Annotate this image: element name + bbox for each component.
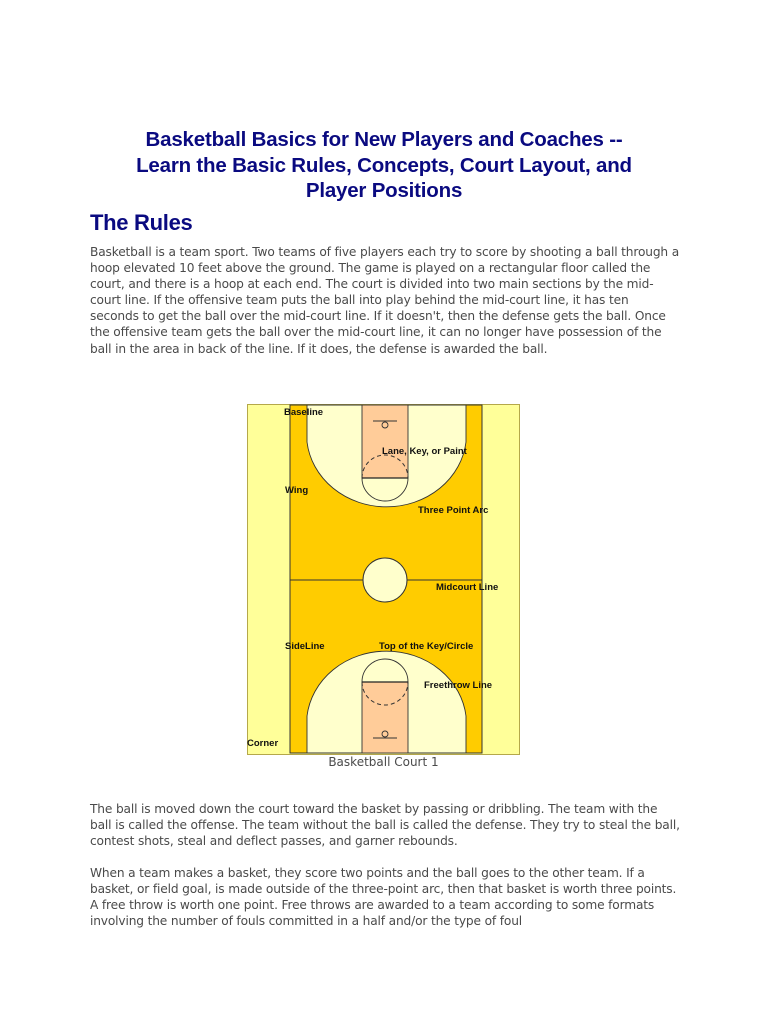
bottom-key-dashed-arc xyxy=(361,681,409,706)
bottom-freethrow-circle xyxy=(361,658,409,683)
basketball-court-diagram: Baseline Lane, Key, or Paint Wing Three … xyxy=(247,404,520,755)
label-top-of-key: Top of the Key/Circle xyxy=(379,641,473,652)
title-line-1: Basketball Basics for New Players and Co… xyxy=(145,128,623,151)
label-corner: Corner xyxy=(247,738,278,749)
label-wing: Wing xyxy=(285,485,308,496)
title-line-2: Learn the Basic Rules, Concepts, Court L… xyxy=(136,153,632,177)
page-title: Basketball Basics for New Players and Co… xyxy=(90,127,678,204)
label-baseline: Baseline xyxy=(284,407,323,418)
figure-caption: Basketball Court 1 xyxy=(328,755,439,769)
top-lane xyxy=(361,404,409,479)
top-key-dashed-arc xyxy=(361,454,409,479)
top-freethrow-circle xyxy=(361,477,409,502)
top-hoop xyxy=(381,421,389,429)
title-line-3: Player Positions xyxy=(305,179,463,202)
paragraph-rules-intro: Basketball is a team sport. Two teams of… xyxy=(90,245,680,356)
section-heading-the-rules: The Rules xyxy=(90,210,193,235)
label-freethrow-line: Freethrow Line xyxy=(424,680,492,691)
paragraph-scoring: When a team makes a basket, they score t… xyxy=(90,866,677,929)
paragraph-offense-defense: The ball is moved down the court toward … xyxy=(90,802,680,849)
bottom-hoop xyxy=(381,730,389,738)
label-three-point-arc: Three Point Arc xyxy=(418,505,488,516)
label-lane: Lane, Key, or Paint xyxy=(382,446,468,457)
label-sideline: SideLine xyxy=(285,641,325,652)
bottom-lane xyxy=(361,681,409,754)
court-svg: Baseline Lane, Key, or Paint Wing Three … xyxy=(247,404,520,755)
center-circle xyxy=(362,557,408,603)
label-midcourt-line: Midcourt Line xyxy=(436,582,498,593)
